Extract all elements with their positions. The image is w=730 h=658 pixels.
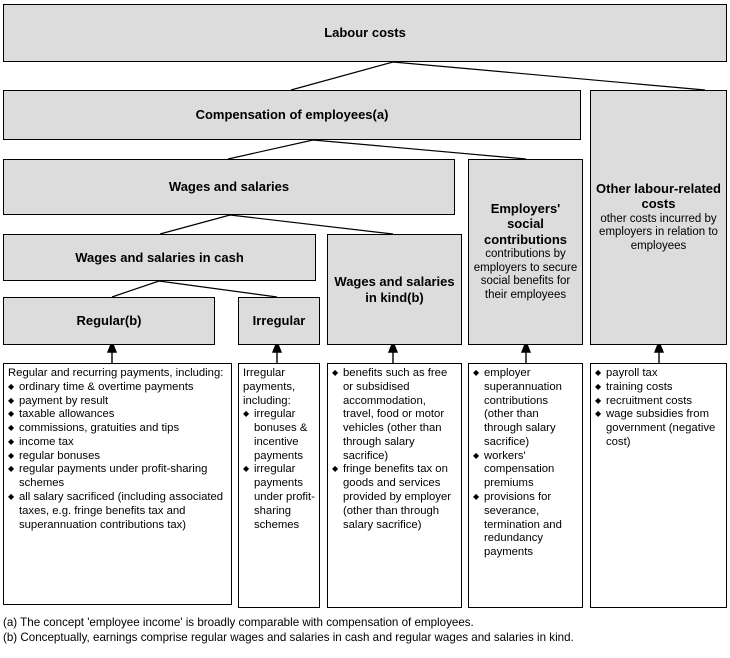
list-item: payroll tax	[595, 367, 722, 381]
leaf-bullet-list: employer superannuation contributions (o…	[473, 367, 578, 560]
list-item: wage subsidies from government (negative…	[595, 408, 722, 449]
node-label: Other labour-related costs	[596, 180, 721, 212]
node-label: Wages and salaries in kind(b)	[334, 274, 455, 305]
node-label: Regular(b)	[76, 313, 142, 329]
leaf-lead-text: Regular and recurring payments, includin…	[8, 367, 224, 379]
node-compensation-of-employees: Compensation of employees(a)	[3, 90, 581, 140]
leaf-bullet-list: benefits such as free or subsidised acco…	[332, 367, 457, 532]
node-label: Wages and salaries	[168, 179, 290, 195]
footnote-b: (b) Conceptually, earnings comprise regu…	[3, 631, 574, 645]
node-other-labour-related-costs: Other labour-related costs other costs i…	[590, 90, 727, 345]
node-label: Irregular	[252, 313, 306, 329]
node-wages-and-salaries: Wages and salaries	[3, 159, 455, 215]
leaf-regular-detail: Regular and recurring payments, includin…	[3, 363, 232, 605]
node-employers-social-contributions: Employers' social contributions contribu…	[468, 159, 583, 345]
leaf-other-costs-detail: payroll tax training costs recruitment c…	[590, 363, 727, 608]
list-item: irregular payments under profit-sharing …	[243, 463, 315, 532]
leaf-irregular-detail: Irregular payments, including: irregular…	[238, 363, 320, 608]
list-item: benefits such as free or subsidised acco…	[332, 367, 457, 463]
list-item: regular bonuses	[8, 450, 227, 464]
list-item: all salary sacrificed (including associa…	[8, 491, 227, 532]
node-sublabel: contributions by employers to secure soc…	[473, 247, 578, 302]
list-item: workers' compensation premiums	[473, 450, 578, 491]
node-wages-and-salaries-in-kind: Wages and salaries in kind(b)	[327, 234, 462, 345]
node-label: Compensation of employees(a)	[195, 107, 389, 123]
list-item: employer superannuation contributions (o…	[473, 367, 578, 450]
list-item: payment by result	[8, 395, 227, 409]
footnotes: (a) The concept 'employee income' is bro…	[3, 615, 729, 646]
list-item: income tax	[8, 436, 227, 450]
node-wages-and-salaries-in-cash: Wages and salaries in cash	[3, 234, 316, 281]
list-item: ordinary time & overtime payments	[8, 381, 227, 395]
node-label: Employers' social contributions	[483, 200, 568, 247]
list-item: fringe benefits tax on goods and service…	[332, 463, 457, 532]
node-labour-costs: Labour costs	[3, 4, 727, 62]
leaf-lead-text: Irregular payments, including:	[243, 367, 296, 407]
node-sublabel: other costs incurred by employers in rel…	[599, 212, 718, 253]
list-item: recruitment costs	[595, 395, 722, 409]
leaf-bullet-list: irregular bonuses & incentive payments i…	[243, 408, 315, 532]
list-item: provisions for severance, termination an…	[473, 491, 578, 560]
leaf-in-kind-detail: benefits such as free or subsidised acco…	[327, 363, 462, 608]
list-item: training costs	[595, 381, 722, 395]
leaf-bullet-list: payroll tax training costs recruitment c…	[595, 367, 722, 450]
footnote-a: (a) The concept 'employee income' is bro…	[3, 616, 474, 629]
node-label: Wages and salaries in cash	[75, 249, 244, 265]
list-item: taxable allowances	[8, 408, 227, 422]
node-regular: Regular(b)	[3, 297, 215, 345]
node-irregular: Irregular	[238, 297, 320, 345]
list-item: irregular bonuses & incentive payments	[243, 408, 315, 463]
node-label: Labour costs	[324, 25, 406, 41]
leaf-social-contributions-detail: employer superannuation contributions (o…	[468, 363, 583, 608]
list-item: commissions, gratuities and tips	[8, 422, 227, 436]
list-item: regular payments under profit-sharing sc…	[8, 463, 227, 491]
leaf-bullet-list: ordinary time & overtime payments paymen…	[8, 381, 227, 533]
